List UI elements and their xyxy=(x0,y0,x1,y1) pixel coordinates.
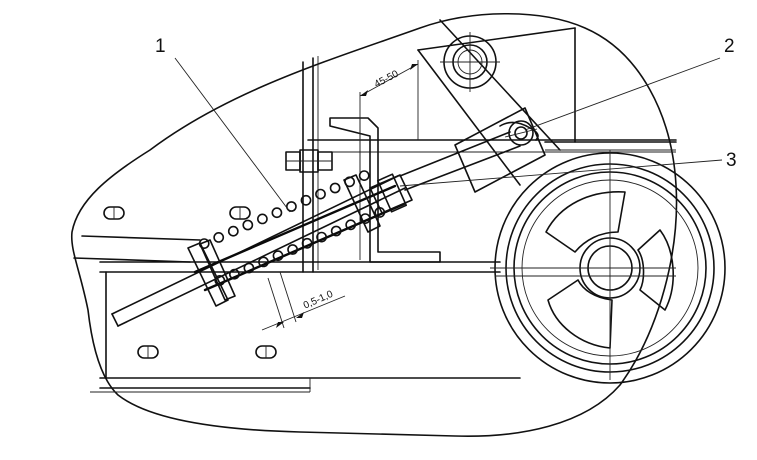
spring-coil-bottom xyxy=(345,219,357,231)
dimension-label-0-5-1-0: 0,5-1,0 xyxy=(302,289,335,312)
spring-coil-top xyxy=(256,213,268,225)
dimension-label-45-50: 45-50 xyxy=(373,68,401,90)
callout-2: 2 xyxy=(724,36,735,57)
spring-coil-bottom xyxy=(316,231,327,243)
spring-coil-top xyxy=(285,201,297,212)
upper-pivot-bushing xyxy=(440,32,500,92)
lever-plate xyxy=(399,107,546,193)
spring-coil-top xyxy=(300,194,312,206)
dimension-gap-top xyxy=(359,60,419,172)
spring-coil-top xyxy=(213,231,225,243)
spring-coil-top xyxy=(227,225,239,237)
cutaway-outline xyxy=(70,12,678,437)
spring-coil-top xyxy=(358,170,370,181)
spring-coil-bottom xyxy=(287,244,298,255)
spring-coil-bottom xyxy=(258,256,269,268)
spring-coil-bottom xyxy=(301,237,313,249)
leader-line-2 xyxy=(524,57,721,131)
callout-1: 1 xyxy=(155,36,166,57)
callout-3: 3 xyxy=(726,150,737,171)
leader-line-3 xyxy=(399,159,723,187)
spring-coil-bottom xyxy=(330,225,342,237)
spring-coil-bottom xyxy=(359,213,371,224)
tension-rod xyxy=(111,175,406,327)
spring-coil-top xyxy=(315,188,326,200)
dimension-gap-bottom xyxy=(261,271,346,331)
frame-slots xyxy=(103,206,277,359)
leader-line-1 xyxy=(174,57,291,213)
spring-coil-bottom xyxy=(272,250,284,262)
spring-coil-top xyxy=(271,207,283,219)
lower-frame xyxy=(73,235,521,393)
spring-washers xyxy=(187,173,413,307)
pulley-wheel xyxy=(490,150,726,384)
spring-coil-top xyxy=(242,219,254,231)
spring-coil-top xyxy=(329,182,341,194)
upper-frame-member xyxy=(417,19,677,186)
compression-spring xyxy=(198,170,386,286)
spring-coil-bottom xyxy=(243,262,255,274)
spring-coil-bottom xyxy=(228,268,240,280)
frame-bolt xyxy=(285,149,333,173)
